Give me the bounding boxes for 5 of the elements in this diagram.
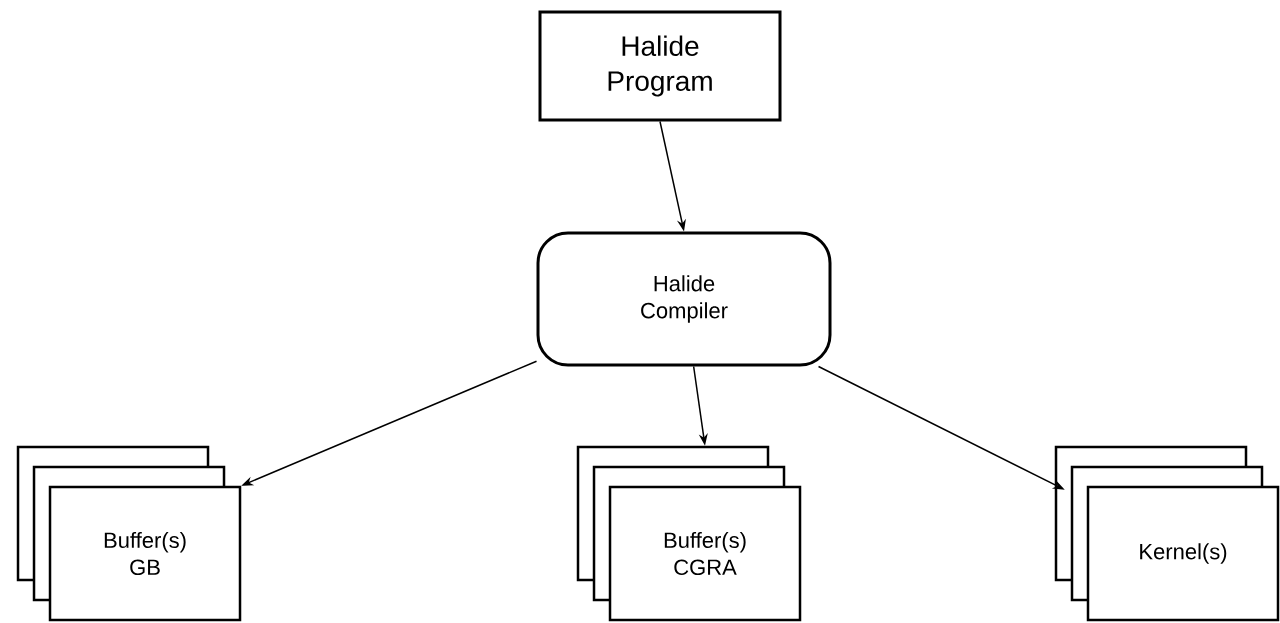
process-box: Halide Program — [538, 10, 782, 122]
process-box: Halide Compiler — [536, 231, 832, 367]
output-stack: Buffer(s) GB — [16, 445, 242, 622]
output-stack: Buffer(s) CGRA — [576, 445, 802, 622]
output-stack: Kernel(s) — [1054, 445, 1280, 622]
